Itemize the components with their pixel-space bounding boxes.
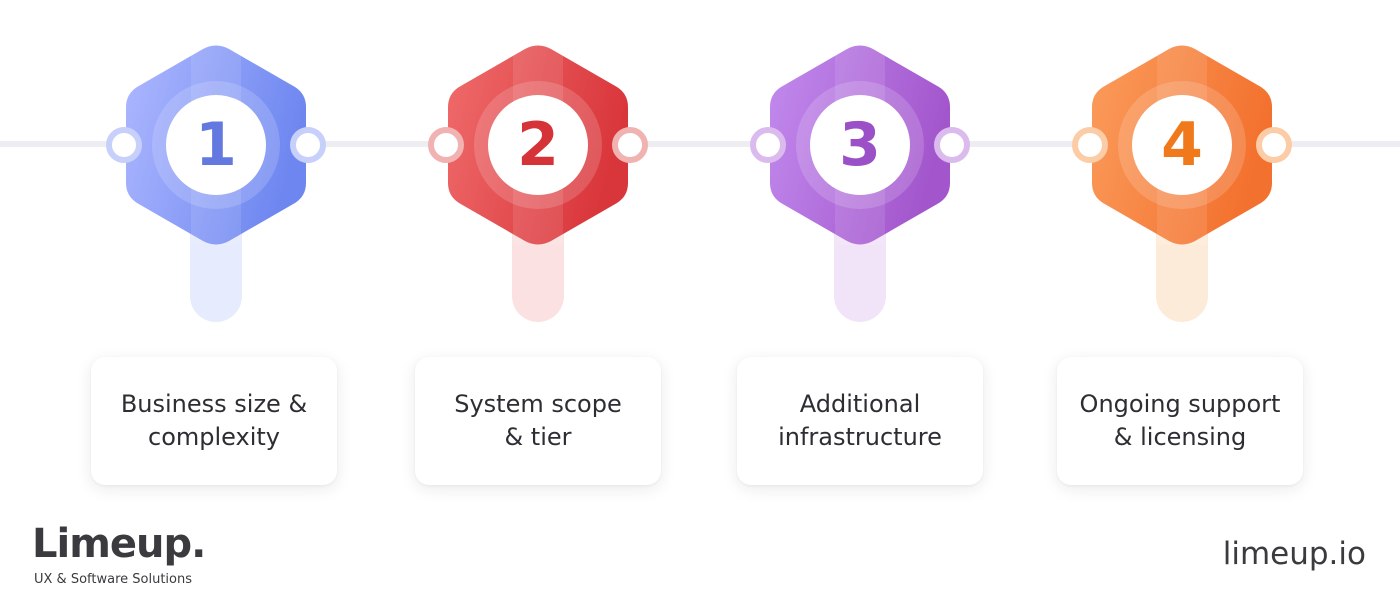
- step-2-label-line-2: & tier: [504, 423, 572, 451]
- step-3-label: Additional infrastructure: [778, 388, 942, 454]
- step-3-hexagon-icon: [750, 45, 970, 322]
- step-2-label: System scope & tier: [454, 388, 622, 454]
- step-1-badge: 1: [96, 0, 336, 330]
- step-1-card: Business size & complexity: [91, 357, 337, 485]
- step-1-label-line-2: complexity: [148, 423, 280, 451]
- step-3-badge: 3: [740, 0, 980, 330]
- step-3-card: Additional infrastructure: [737, 357, 983, 485]
- step-1-hexagon-icon: [106, 45, 326, 322]
- step-4-label-line-1: Ongoing support: [1079, 390, 1281, 418]
- brand-name: Limeup.: [32, 521, 206, 567]
- step-1-label: Business size & complexity: [121, 388, 307, 454]
- step-4-label-line-2: & licensing: [1113, 423, 1247, 451]
- step-4-card: Ongoing support & licensing: [1057, 357, 1303, 485]
- site-url: limeup.io: [1222, 536, 1366, 572]
- step-2-number: 2: [517, 110, 559, 180]
- step-1-label-line-1: Business size &: [120, 390, 308, 418]
- step-4-label: Ongoing support & licensing: [1080, 388, 1281, 454]
- step-3-label-line-2: infrastructure: [778, 423, 942, 451]
- step-2-hexagon-icon: [428, 45, 648, 322]
- step-3-number: 3: [839, 110, 881, 180]
- step-2-badge: 2: [418, 0, 658, 330]
- step-2-label-line-1: System scope: [454, 390, 622, 418]
- step-4-number: 4: [1161, 110, 1203, 180]
- step-4-hexagon-icon: [1072, 45, 1292, 322]
- brand-logo: Limeup. UX & Software Solutions: [32, 520, 206, 587]
- brand-tagline: UX & Software Solutions: [34, 572, 192, 587]
- step-1-number: 1: [195, 110, 237, 180]
- step-3-label-line-1: Additional: [799, 390, 921, 418]
- timeline-line: [0, 141, 1400, 147]
- step-2-card: System scope & tier: [415, 357, 661, 485]
- step-4-badge: 4: [1062, 0, 1302, 330]
